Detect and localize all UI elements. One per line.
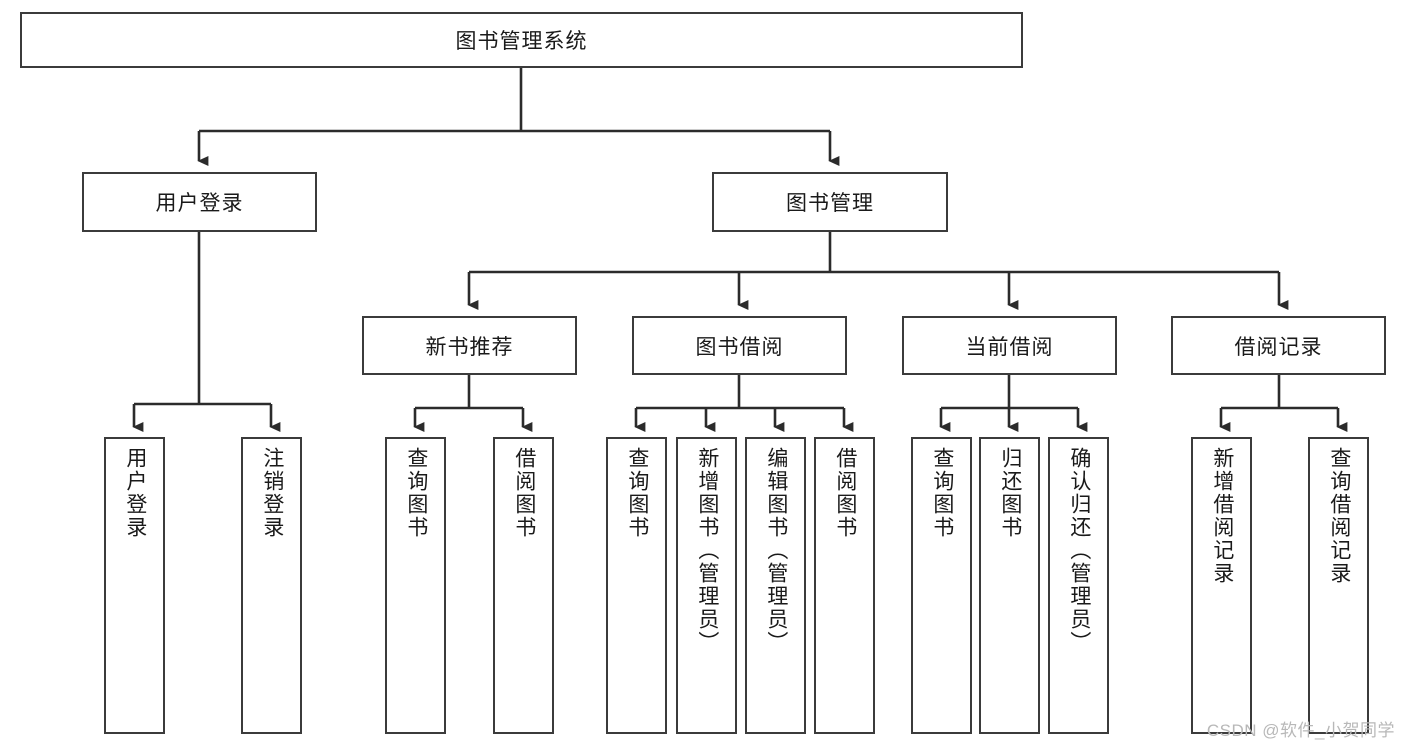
node-label: 借阅图书 — [833, 447, 857, 539]
node-book-management[interactable]: 图书管理 — [712, 172, 948, 232]
node-leaf-confirm-return-admin[interactable]: 确认归还（管理员） — [1048, 437, 1109, 734]
node-label: 用户登录 — [123, 447, 147, 539]
node-leaf-logout[interactable]: 注销登录 — [241, 437, 302, 734]
node-leaf-edit-book-admin[interactable]: 编辑图书（管理员） — [745, 437, 806, 734]
node-leaf-borrow-book-recommend[interactable]: 借阅图书 — [493, 437, 554, 734]
node-label: 用户登录 — [155, 192, 244, 215]
node-leaf-user-login[interactable]: 用户登录 — [104, 437, 165, 734]
node-leaf-borrow-book[interactable]: 借阅图书 — [814, 437, 875, 734]
node-borrow-records[interactable]: 借阅记录 — [1171, 316, 1386, 375]
node-label: 新书推荐 — [425, 335, 514, 359]
node-current-borrow[interactable]: 当前借阅 — [902, 316, 1117, 375]
node-label: 新增图书（管理员） — [695, 447, 719, 654]
node-leaf-query-book-current[interactable]: 查询图书 — [911, 437, 972, 734]
node-label: 查询图书 — [625, 447, 649, 539]
node-book-borrow[interactable]: 图书借阅 — [632, 316, 847, 375]
node-root-book-management-system[interactable]: 图书管理系统 — [20, 12, 1023, 68]
csdn-watermark: CSDN @软件_小贺同学 — [1206, 721, 1395, 740]
node-label: 图书管理 — [786, 192, 874, 215]
node-label: 新增借阅记录 — [1210, 447, 1234, 585]
node-label: 查询图书 — [404, 447, 428, 539]
node-leaf-query-book-recommend[interactable]: 查询图书 — [385, 437, 446, 734]
node-leaf-return-book[interactable]: 归还图书 — [979, 437, 1040, 734]
node-leaf-query-borrow-record[interactable]: 查询借阅记录 — [1308, 437, 1369, 734]
node-label: 查询图书 — [930, 447, 954, 539]
node-label: 借阅图书 — [512, 447, 536, 539]
node-leaf-query-book-borrow[interactable]: 查询图书 — [606, 437, 667, 734]
node-new-book-recommend[interactable]: 新书推荐 — [362, 316, 577, 375]
node-label: 图书管理系统 — [455, 30, 588, 53]
node-leaf-add-borrow-record[interactable]: 新增借阅记录 — [1191, 437, 1252, 734]
node-leaf-add-book-admin[interactable]: 新增图书（管理员） — [676, 437, 737, 734]
node-label: 编辑图书（管理员） — [764, 447, 788, 654]
node-label: 确认归还（管理员） — [1067, 447, 1091, 654]
node-label: 归还图书 — [998, 447, 1022, 539]
node-label: 查询借阅记录 — [1327, 447, 1351, 585]
node-label: 借阅记录 — [1234, 335, 1323, 359]
node-label: 注销登录 — [260, 447, 284, 539]
node-user-login[interactable]: 用户登录 — [82, 172, 317, 232]
node-label: 图书借阅 — [695, 335, 784, 359]
node-label: 当前借阅 — [965, 335, 1054, 359]
